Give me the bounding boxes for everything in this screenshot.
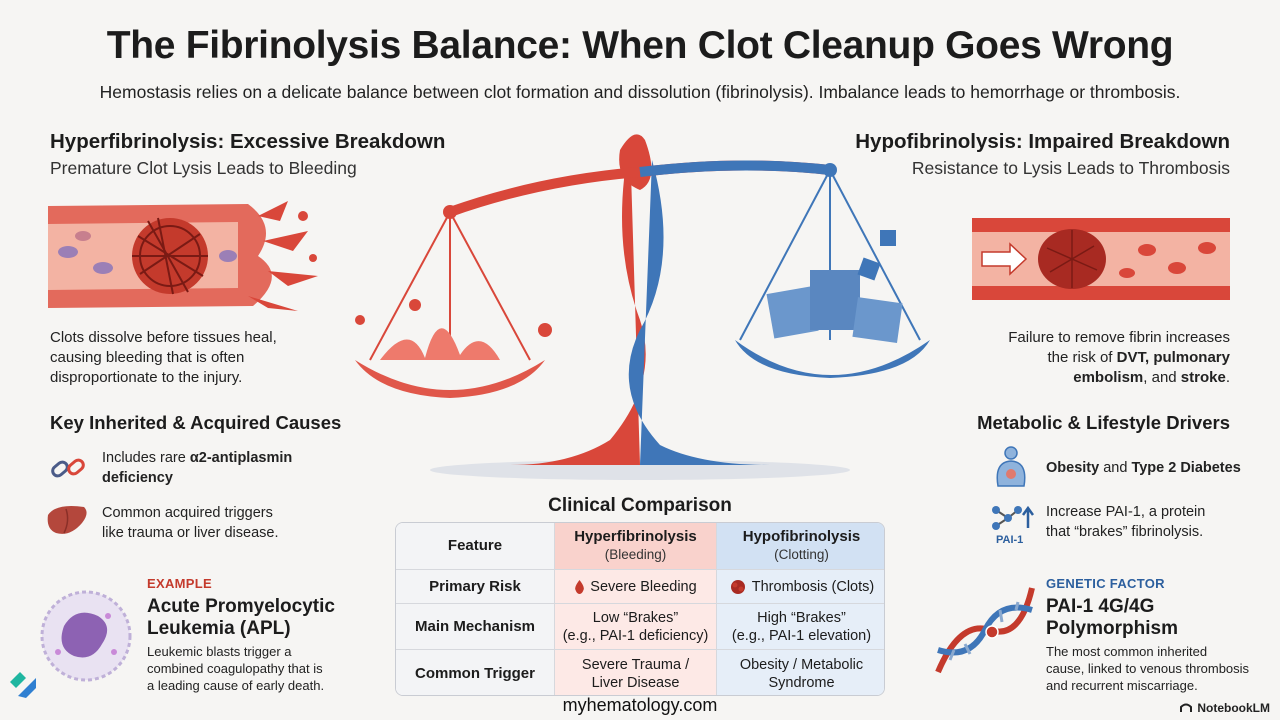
hyper-subheading: Premature Clot Lysis Leads to Bleeding — [50, 158, 357, 178]
cell-hyper: Severe Trauma /Liver Disease — [555, 650, 717, 695]
liver-icon — [47, 506, 87, 534]
causes-heading: Key Inherited & Acquired Causes — [50, 412, 342, 433]
genetic-desc-line2: cause, linked to venous thrombosis — [1046, 661, 1250, 676]
driver2-line2: that “brakes” fibrinolysis. — [1046, 524, 1204, 540]
blood-drop-icon — [575, 579, 585, 594]
genetic-title-line2: Polymorphism — [1046, 618, 1178, 639]
cause2-line1: Common acquired triggers — [102, 505, 273, 521]
dna-helix-icon — [935, 587, 1035, 674]
genetic-title-line1: PAI-1 4G/4G — [1046, 596, 1155, 617]
example-desc-line1: Leukemic blasts trigger a — [147, 644, 292, 659]
example-title-line2: Leukemia (APL) — [147, 618, 291, 639]
cause1-line1: Includes rare α2-antiplasmin — [102, 450, 293, 466]
hypo-subheading: Resistance to Lysis Leads to Thrombosis — [911, 158, 1230, 178]
brand-notebooklm: NotebookLM — [1197, 701, 1270, 715]
hypo-desc-line3: embolism, and stroke. — [1073, 369, 1230, 386]
genetic-desc-line1: The most common inherited — [1046, 644, 1208, 659]
table-header-row: Feature Hyperfibrinolysis(Bleeding) Hypo… — [396, 523, 884, 569]
leukemia-cell-icon — [40, 590, 132, 682]
header-hyper: Hyperfibrinolysis(Bleeding) — [555, 523, 717, 569]
comparison-table: Feature Hyperfibrinolysis(Bleeding) Hypo… — [395, 522, 885, 696]
clotted-vessel-illustration — [972, 218, 1230, 300]
bleeding-vessel-illustration — [48, 201, 318, 311]
header-hypo: Hypofibrinolysis(Clotting) — [717, 523, 884, 569]
genetic-tag: GENETIC FACTOR — [1046, 576, 1165, 591]
row-label: Common Trigger — [396, 650, 555, 695]
hypo-heading: Hypofibrinolysis: Impaired Breakdown — [855, 130, 1230, 153]
cell-hypo: Thrombosis (Clots) — [717, 570, 884, 603]
example-tag: EXAMPLE — [147, 576, 212, 591]
row-label: Main Mechanism — [396, 604, 555, 649]
comparison-title: Clinical Comparison — [548, 495, 732, 516]
driver1-text: Obesity and Type 2 Diabetes — [1046, 460, 1241, 476]
hyper-desc-line1: Clots dissolve before tissues heal, — [50, 329, 277, 346]
example-desc-line2: combined coagulopathy that is — [147, 661, 323, 676]
table-row: Common Trigger Severe Trauma /Liver Dise… — [396, 649, 884, 695]
balance-scale-illustration — [355, 134, 930, 480]
drivers-heading: Metabolic & Lifestyle Drivers — [977, 412, 1230, 433]
cell-hyper: Low “Brakes”(e.g., PAI-1 deficiency) — [555, 604, 717, 649]
hypo-desc-line1: Failure to remove fibrin increases — [1008, 329, 1230, 346]
hyper-heading: Hyperfibrinolysis: Excessive Breakdown — [50, 130, 446, 153]
cause1-line2: deficiency — [102, 470, 173, 486]
table-row: Primary Risk Severe Bleeding Thrombosis … — [396, 569, 884, 603]
notebooklm-logo-icon — [1180, 703, 1192, 712]
footer-website[interactable]: myhematology.com — [562, 695, 718, 715]
cell-hyper: Severe Bleeding — [555, 570, 717, 603]
cell-hypo: High “Brakes”(e.g., PAI-1 elevation) — [717, 604, 884, 649]
clot-icon — [730, 579, 745, 594]
page-title: The Fibrinolysis Balance: When Clot Clea… — [106, 24, 1174, 67]
genetic-desc-line3: and recurrent miscarriage. — [1046, 678, 1198, 693]
example-title-line1: Acute Promyelocytic — [147, 596, 335, 617]
driver2-line1: Increase PAI-1, a protein — [1046, 504, 1206, 520]
hypo-desc-line2: the risk of DVT, pulmonary — [1047, 349, 1230, 366]
broken-chain-icon — [51, 458, 85, 478]
obesity-person-icon — [996, 446, 1026, 487]
medical-cross-logo-icon — [10, 672, 36, 698]
hyper-desc-line2: causing bleeding that is often — [50, 349, 245, 366]
pai1-label: PAI-1 — [996, 534, 1024, 546]
table-row: Main Mechanism Low “Brakes”(e.g., PAI-1 … — [396, 603, 884, 649]
page-subtitle: Hemostasis relies on a delicate balance … — [99, 82, 1181, 102]
row-label: Primary Risk — [396, 570, 555, 603]
cause2-line2: like trauma or liver disease. — [102, 525, 279, 541]
header-feature: Feature — [396, 523, 555, 569]
example-desc-line3: a leading cause of early death. — [147, 678, 325, 693]
pai1-molecule-icon — [992, 505, 1034, 530]
hyper-desc-line3: disproportionate to the injury. — [50, 369, 243, 386]
